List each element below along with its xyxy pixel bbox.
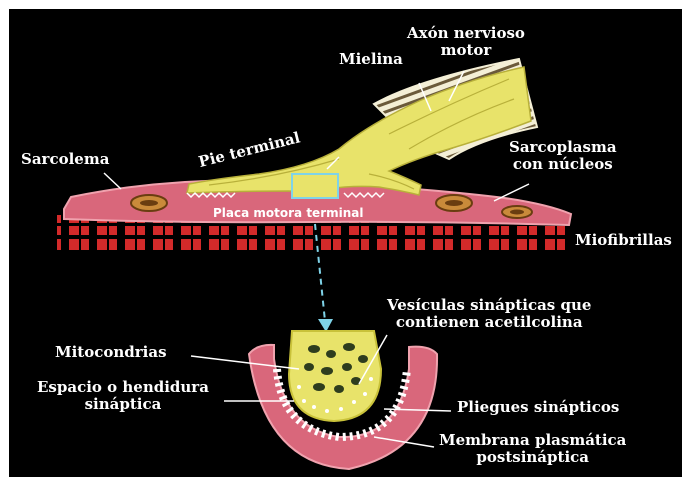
label-vesicles: Vesículas sinápticas que contienen aceti… <box>387 297 591 331</box>
label-plasma-membrane: Membrana plasmática postsináptica <box>439 432 626 466</box>
label-synaptic-cleft: Espacio o hendidura sináptica <box>37 379 209 413</box>
label-sarcolemma: Sarcolema <box>21 151 109 168</box>
terminal-bouton <box>289 331 381 421</box>
label-mitochondria: Mitocondrias <box>55 344 167 361</box>
label-sarcoplasm: Sarcoplasma con núcleos <box>509 139 617 173</box>
label-motor-endplate: Placa motora terminal <box>213 205 363 222</box>
label-axon: Axón nervioso motor <box>407 25 525 59</box>
label-synaptic-folds: Pliegues sinápticos <box>457 399 619 416</box>
axon <box>187 67 531 195</box>
terminal-highlight <box>292 174 338 198</box>
label-myelin: Mielina <box>339 51 403 68</box>
label-myofibrils: Miofibrillas <box>575 232 672 249</box>
diagram-frame: Axón nervioso motor Mielina Pie terminal… <box>9 9 682 477</box>
